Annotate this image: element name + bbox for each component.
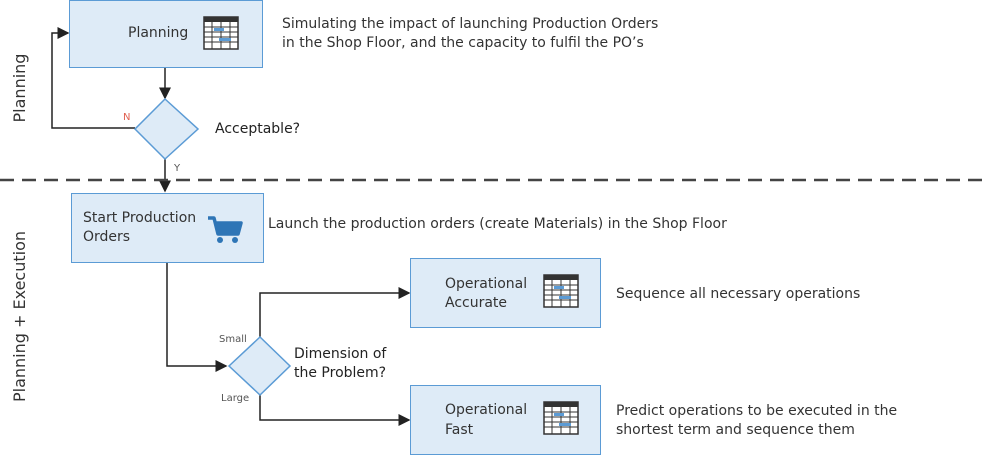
no-label: N — [123, 112, 131, 123]
connector-dimension-small — [259, 287, 411, 337]
start-production-description: Launch the production orders (create Mat… — [268, 216, 727, 232]
operational-accurate-label-line-2: Accurate — [445, 295, 508, 311]
connector-start-to-dimension — [166, 263, 228, 372]
acceptable-question: Acceptable? — [215, 121, 301, 137]
connector-dimension-large — [259, 395, 411, 426]
small-label: Small — [219, 334, 247, 345]
operational-accurate-label-line-1: Operational — [445, 276, 528, 292]
schedule-grid-icon — [203, 16, 239, 50]
planning-description-line-2: in the Shop Floor, and the capacity to f… — [282, 35, 644, 51]
operational-accurate-description: Sequence all necessary operations — [616, 286, 861, 302]
connector-acceptable-no-loop — [51, 27, 135, 129]
shopping-cart-icon — [208, 216, 243, 243]
operational-fast-description-line-1: Predict operations to be executed in the — [616, 403, 898, 419]
schedule-grid-icon — [543, 274, 579, 308]
operational-fast-label-line-2: Fast — [445, 422, 474, 438]
dimension-decision-diamond — [227, 335, 292, 397]
lane-label-planning: Planning — [10, 53, 29, 123]
start-production-label-line-2: Orders — [83, 229, 131, 245]
large-label: Large — [221, 393, 250, 404]
planning-description-line-1: Simulating the impact of launching Produ… — [282, 16, 659, 32]
operational-fast-description-line-2: shortest term and sequence them — [616, 422, 855, 438]
planning-label: Planning — [128, 25, 189, 41]
yes-label: Y — [174, 163, 181, 174]
lane-label-planning-execution: Planning + Execution — [10, 230, 29, 402]
start-production-label-line-1: Start Production — [83, 210, 197, 226]
dimension-question-line-2: the Problem? — [294, 365, 387, 381]
operational-fast-label-line-1: Operational — [445, 402, 528, 418]
dimension-question-line-1: Dimension of — [294, 346, 387, 362]
acceptable-decision-diamond — [133, 97, 200, 161]
schedule-grid-icon — [543, 401, 579, 435]
